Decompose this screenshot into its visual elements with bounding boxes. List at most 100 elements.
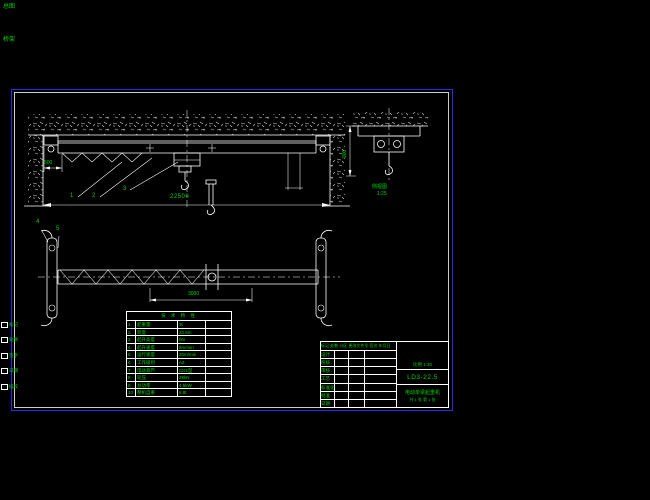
left-end-carriage [40,230,58,326]
detail-view-caption: 侧视图 [372,184,388,190]
signature-cell [349,351,365,359]
margin-label-box [1,337,8,344]
margin-label-box [1,321,8,328]
part-row-note [206,344,231,351]
signature-cell [365,367,396,374]
signature-cell [365,359,396,366]
parts-table: 技 术 特 性 1 起重量 3t 2 跨度 22.5m 3 起升高度 9m [126,311,232,397]
part-row-note [206,359,231,366]
margin-label-text: 签字 [9,352,18,358]
signature-cell [365,351,396,358]
span-dimension [43,203,330,207]
title-block-name-area: 比例 1:30 LD3-22.5 电动单梁起重机 共 1 张 第 1 张 [397,342,448,407]
part-row-name: 起重量 [136,321,178,328]
runway-end-trucks [43,135,331,153]
product-name: 电动单梁起重机 [404,390,440,396]
part-row-value: A3 [178,358,206,366]
signature-cell [365,384,396,391]
right-end-carriage [315,230,333,326]
signature-row-label: 日期 [321,399,335,407]
title-block: 标记 处数 分区 更改文件号 签名 年月日 设计 校核 审核 [320,341,449,408]
hook-block-detail [205,179,217,216]
balloon-5: 5 [56,226,60,232]
parts-table-title: 技 术 特 性 [127,312,231,321]
part-row-value: CD1型 [178,366,206,374]
signature-row-label: 校核 [321,359,335,367]
signature-row-label: 标准化 [321,383,335,391]
plan-leader-lines [41,230,60,249]
sheet-info: 共 1 张 第 1 张 [409,397,436,402]
margin-label-item: 处数 [1,333,19,349]
signature-cell [365,375,396,382]
parts-table-row: 4 起升速度 8m/min [127,343,231,352]
parts-table-row: 3 起升高度 9m [127,336,231,344]
wheel-gauge-dimension [149,288,253,302]
part-row-note [206,367,231,374]
detail-height-dimension-text: 900 [342,149,348,158]
signature-row: 校核 [321,359,396,368]
side-detail-view [346,108,428,182]
signature-cell [335,399,349,407]
margin-label-box [1,352,8,359]
building-hatch [24,114,350,207]
part-row-value: 20m/min [178,351,206,358]
signature-row: 标准化 [321,383,396,392]
part-row-name: 电动葫芦 [136,366,178,374]
margin-label-box [1,383,8,390]
signature-row-label: 工艺 [321,375,335,383]
span-dimension-text: 22500 [170,194,190,200]
title-block-revision-area: 标记 处数 分区 更改文件号 签名 年月日 设计 校核 审核 [321,342,397,407]
parts-table-body: 1 起重量 3t 2 跨度 22.5m 3 起升高度 9m 4 起升速度 [127,321,231,396]
part-row-no: 6 [127,358,136,366]
part-row-value: 3t [178,321,206,328]
signature-row: 设计 [321,351,396,360]
margin-label-text: 日期 [9,368,18,374]
signature-cell [349,367,365,375]
part-row-no: 10 [127,389,136,396]
signature-cell [335,351,349,359]
parts-table-row: 1 起重量 3t [127,321,231,329]
signature-cell [335,383,349,391]
part-row-note [206,389,231,396]
part-row-name: 工作级别 [136,358,178,366]
part-row-name: 整机自重 [136,389,178,396]
balloon-3: 3 [123,186,127,192]
parts-table-row: 7 电动葫芦 CD1型 [127,366,231,375]
margin-label-item: 日期 [1,364,19,380]
parts-table-row: 10 整机自重 6.8t [127,389,231,396]
parts-table-row: 8 轮压 28kN [127,374,231,382]
part-row-value: 22.5m [178,328,206,336]
detail-height-dimension [346,125,356,177]
signature-cell [349,359,365,367]
plan-view [38,230,340,326]
signature-cell [349,383,365,391]
balloon-4: 4 [36,219,40,225]
plan-trolley [205,264,219,290]
margin-label-item: 描校 [1,379,19,395]
signature-cell [365,400,396,407]
signature-cell [349,399,365,407]
part-row-note [206,351,231,358]
revision-header: 标记 处数 分区 更改文件号 签名 年月日 [321,342,396,351]
parts-table-row: 5 运行速度 20m/min [127,351,231,359]
part-row-note [206,382,231,389]
scale-cell: 比例 1:30 [397,342,448,370]
signature-row: 审核 [321,367,396,376]
corner-label-1: 总图 [3,4,16,10]
part-row-note [206,329,231,336]
signature-cell [335,391,349,399]
margin-label-text: 标记 [9,321,18,327]
part-row-note [206,321,231,328]
signature-rows: 设计 校核 审核 工艺 [321,351,396,407]
gauge-dimension-text: 3000 [188,291,200,297]
part-row-name: 运行速度 [136,351,178,358]
margin-label-item: 标记 [1,317,19,333]
signature-row: 批准 [321,391,396,400]
drawing-number-cell: LD3-22.5 [397,370,448,385]
part-row-no: 7 [127,366,136,374]
part-row-value: 6.8t [178,389,206,396]
margin-label-box [1,368,8,375]
part-row-name: 轮压 [136,374,178,381]
